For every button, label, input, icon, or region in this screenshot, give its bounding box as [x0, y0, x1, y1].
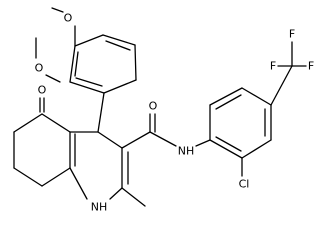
atom-label-f-left: F	[270, 60, 276, 73]
atom-label-nh-ring: NH	[91, 201, 108, 214]
atom-label-o-ketone: O	[38, 84, 47, 97]
bond-lines	[13, 7, 307, 207]
atom-label-o-methoxy-top: O	[64, 12, 73, 25]
atom-label-f-right: F	[308, 60, 314, 73]
atom-label-o-amide: O	[149, 100, 158, 113]
atom-label-cl: Cl	[239, 178, 250, 191]
atom-labels: O O O O NH NH Cl F F F	[35, 12, 315, 214]
atom-label-o-methoxy-left: O	[35, 62, 44, 75]
atom-label-f-top: F	[289, 28, 295, 41]
atom-label-nh-amide: NH	[178, 145, 195, 158]
